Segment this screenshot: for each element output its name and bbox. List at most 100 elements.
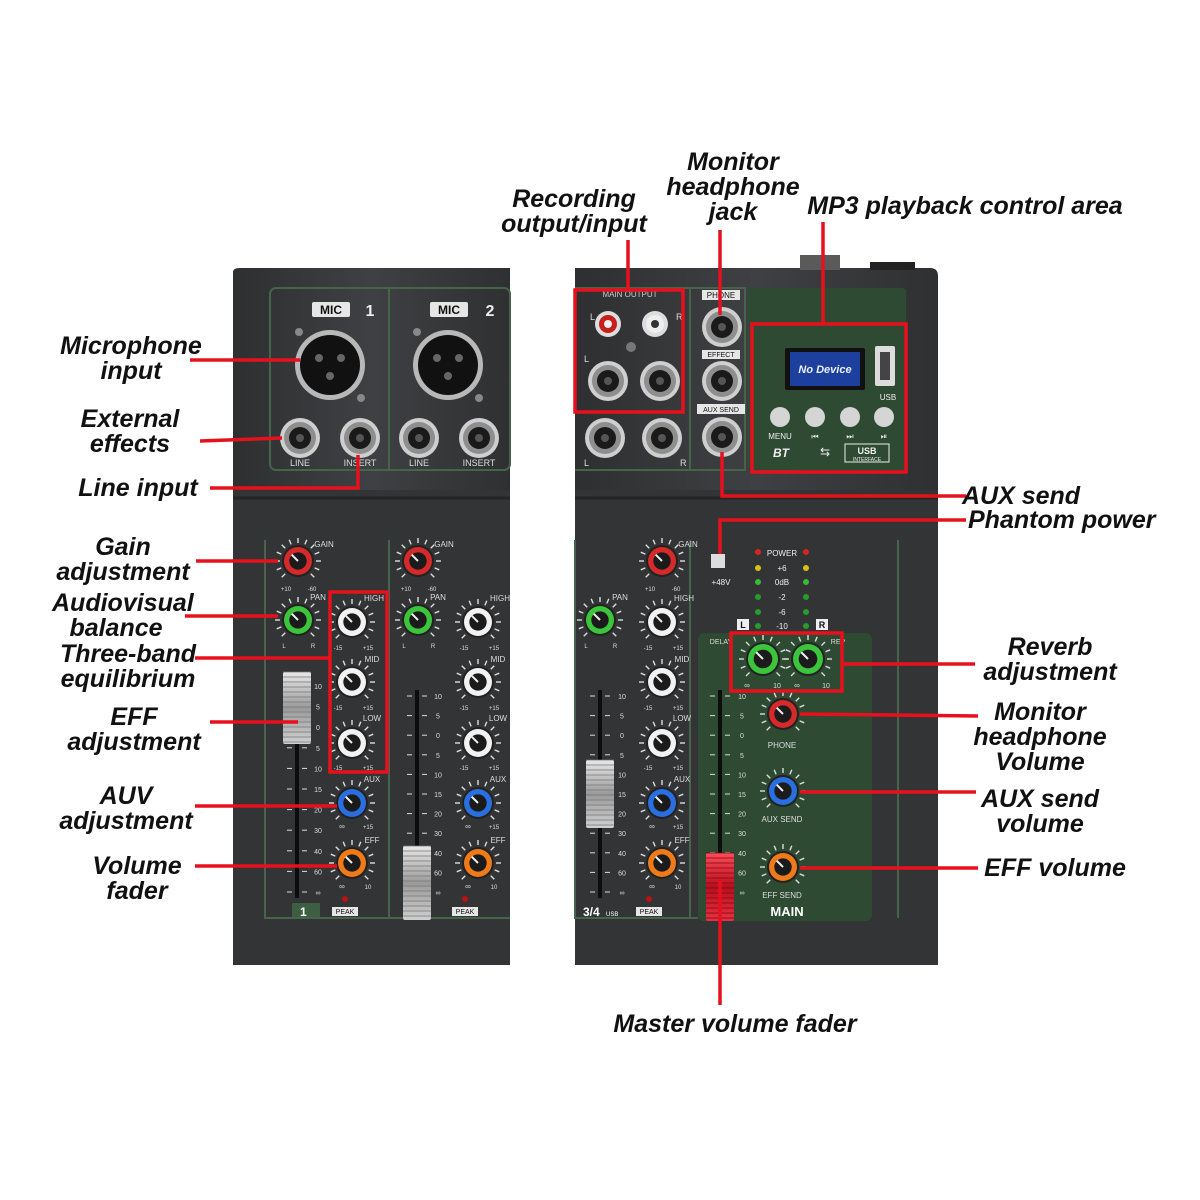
- svg-text:3/4: 3/4: [583, 905, 600, 919]
- svg-text:GAIN: GAIN: [314, 540, 334, 549]
- jack-record-l[interactable]: [588, 361, 628, 401]
- svg-text:60: 60: [314, 869, 322, 876]
- svg-text:R: R: [680, 458, 687, 468]
- ch3-aux-knob[interactable]: [639, 780, 685, 820]
- knobs[interactable]: [275, 538, 832, 884]
- eff-send-volume-knob[interactable]: [760, 844, 806, 884]
- meter-label: 0dB: [775, 578, 789, 587]
- box-reverb: [729, 631, 844, 693]
- jack-record-r[interactable]: [640, 361, 680, 401]
- jack-main-r[interactable]: [642, 418, 682, 458]
- svg-text:R: R: [613, 644, 618, 650]
- ch2-pan-knob[interactable]: [395, 597, 441, 637]
- menu-button[interactable]: [770, 407, 790, 427]
- phantom-power: +48V POWER: [711, 549, 797, 587]
- meter-label: -2: [778, 593, 786, 602]
- jack-line-2[interactable]: [399, 418, 439, 458]
- mic-label-2: MIC 2: [430, 302, 495, 320]
- svg-text:∞: ∞: [649, 882, 655, 891]
- label-phantom-power: Phantom power: [968, 506, 1156, 534]
- svg-text:10: 10: [773, 683, 781, 690]
- prev-button[interactable]: [805, 407, 825, 427]
- svg-text:-60: -60: [428, 587, 437, 593]
- svg-text:+10: +10: [281, 587, 292, 593]
- jack-phone[interactable]: [702, 307, 742, 347]
- next-button[interactable]: [840, 407, 860, 427]
- svg-text:0: 0: [620, 733, 624, 740]
- ch2-low-knob[interactable]: [455, 720, 501, 760]
- svg-text:HIGH: HIGH: [364, 594, 384, 603]
- ch3-high-knob[interactable]: [639, 599, 685, 639]
- ch1-pan-knob[interactable]: [275, 597, 321, 637]
- svg-text:60: 60: [618, 870, 626, 877]
- jack-main-l[interactable]: [585, 418, 625, 458]
- ch3-mid-knob[interactable]: [639, 659, 685, 699]
- svg-text:PEAK: PEAK: [336, 909, 355, 916]
- display-text: No Device: [798, 364, 851, 376]
- svg-text:+15: +15: [363, 766, 374, 772]
- svg-text:40: 40: [434, 851, 442, 858]
- rep-knob[interactable]: [784, 635, 832, 677]
- phone-volume-knob[interactable]: [760, 691, 806, 731]
- ch2-gain-knob[interactable]: [395, 538, 441, 578]
- ch2-eff-knob[interactable]: [455, 840, 501, 880]
- ch1-gain-knob[interactable]: [275, 538, 321, 578]
- svg-text:10: 10: [618, 772, 626, 779]
- label-auv-adjustment: AUV adjustment: [59, 782, 193, 835]
- ch1-high-knob[interactable]: [329, 599, 375, 639]
- svg-text:R: R: [431, 644, 436, 650]
- svg-text:∞: ∞: [465, 882, 471, 891]
- jack-labels-left: LINE INSERT LINE INSERT: [290, 458, 496, 468]
- ch3-gain-knob[interactable]: [639, 538, 685, 578]
- svg-text:5: 5: [316, 746, 320, 753]
- ch3-eff-knob[interactable]: [639, 840, 685, 880]
- label-microphone-input: Microphone input: [60, 332, 202, 385]
- ch3-low-knob[interactable]: [639, 720, 685, 760]
- ch1-eff-knob[interactable]: [329, 840, 375, 880]
- phantom-switch[interactable]: [711, 554, 725, 568]
- svg-text:+10: +10: [401, 587, 412, 593]
- jack-effect[interactable]: [702, 361, 742, 401]
- svg-text:⏭: ⏭: [846, 432, 853, 441]
- svg-text:AUX SEND: AUX SEND: [762, 815, 803, 824]
- svg-text:10: 10: [365, 885, 372, 891]
- svg-text:20: 20: [314, 808, 322, 815]
- jack-aux-send[interactable]: [702, 417, 742, 457]
- jack-insert-1[interactable]: [340, 418, 380, 458]
- xlr-input-1[interactable]: [295, 328, 365, 402]
- ch2-mid-knob[interactable]: [455, 659, 501, 699]
- delay-knob[interactable]: [739, 635, 787, 677]
- play-button[interactable]: [874, 407, 894, 427]
- svg-text:MAIN: MAIN: [770, 904, 803, 919]
- svg-text:∞: ∞: [744, 681, 750, 690]
- ch1-low-knob[interactable]: [329, 720, 375, 760]
- ch1-aux-knob[interactable]: [329, 780, 375, 820]
- label-eff-adjustment: EFF adjustment: [67, 703, 201, 756]
- rca-left[interactable]: [595, 311, 621, 337]
- svg-text:LOW: LOW: [489, 714, 508, 723]
- ch3-pan-knob[interactable]: [577, 597, 623, 637]
- jacks-right[interactable]: [585, 307, 742, 458]
- peak-led-34: PEAK: [636, 896, 662, 916]
- svg-text:LINE: LINE: [290, 458, 310, 468]
- jack-line-1[interactable]: [280, 418, 320, 458]
- rca-right[interactable]: [642, 311, 668, 337]
- ch2-high-knob[interactable]: [455, 599, 501, 639]
- svg-text:HIGH: HIGH: [490, 594, 510, 603]
- faders[interactable]: 10505101520304060∞10505101520304060∞1050…: [283, 671, 746, 921]
- svg-text:-60: -60: [308, 587, 317, 593]
- ch2-aux-knob[interactable]: [455, 780, 501, 820]
- svg-text:+48V: +48V: [712, 578, 732, 587]
- jacks-left[interactable]: [280, 418, 499, 458]
- svg-text:⏮: ⏮: [811, 432, 818, 441]
- label-monitor-headphone-volume: Monitor headphone Volume: [973, 698, 1107, 776]
- jack-insert-2[interactable]: [459, 418, 499, 458]
- label-recording-io: Recording output/input: [501, 185, 647, 238]
- meter-label: -6: [778, 608, 786, 617]
- svg-text:L: L: [282, 644, 286, 650]
- xlr-input-2[interactable]: [413, 328, 483, 402]
